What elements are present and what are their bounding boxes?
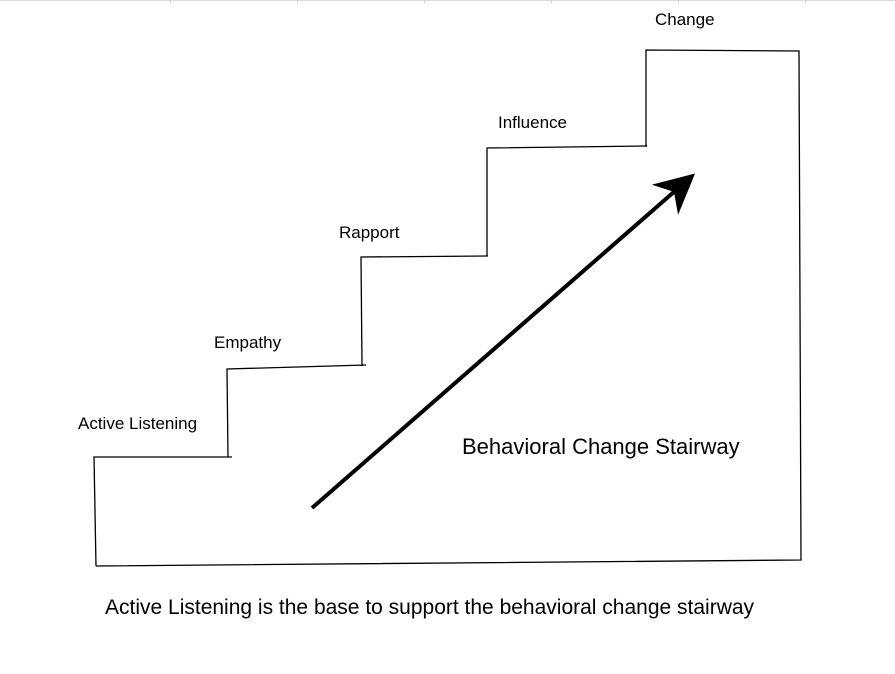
ruler-tick (297, 0, 298, 3)
diagram-title: Behavioral Change Stairway (462, 434, 740, 459)
ruler-tick (424, 0, 425, 3)
step-label-influence: Influence (498, 113, 567, 132)
top-ruler (0, 0, 895, 3)
step-label-rapport: Rapport (339, 223, 400, 242)
stair-outline (93, 49, 802, 567)
ruler-tick (678, 0, 679, 3)
diagram-caption: Active Listening is the base to support … (105, 596, 755, 619)
step-label-active-listening: Active Listening (78, 414, 198, 433)
progress-arrow (310, 173, 696, 510)
ruler-tick (805, 0, 806, 3)
ruler-tick (551, 0, 552, 3)
step-label-change: Change (655, 10, 715, 29)
ruler-tick (170, 0, 171, 3)
step-label-empathy: Empathy (214, 333, 282, 352)
